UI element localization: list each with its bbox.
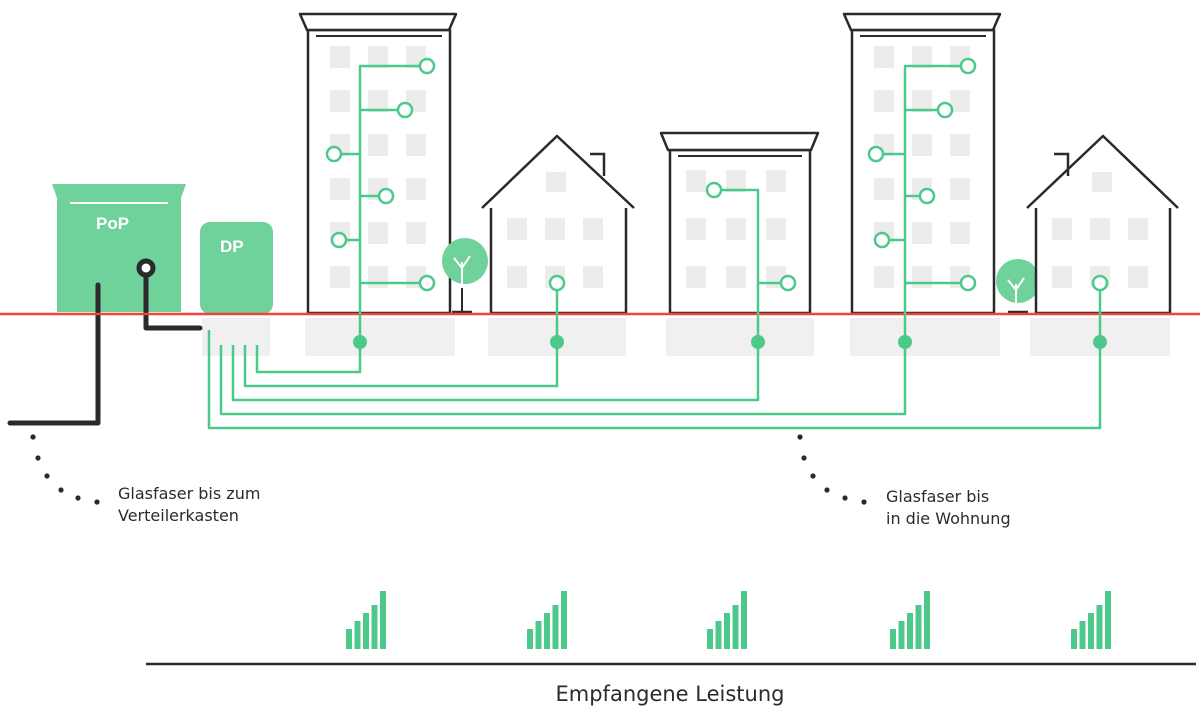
window xyxy=(330,46,350,68)
signal-bar xyxy=(363,613,369,649)
fiber-to-home-caption: Glasfaser bis in die Wohnung xyxy=(886,486,1086,530)
window xyxy=(545,218,565,240)
window xyxy=(406,178,426,200)
window xyxy=(686,266,706,288)
window xyxy=(368,134,388,156)
signal-bar xyxy=(924,591,930,649)
signal-bar xyxy=(380,591,386,649)
window xyxy=(368,46,388,68)
received-power-label: Empfangene Leistung xyxy=(555,682,785,706)
window xyxy=(766,170,786,192)
signal-bar xyxy=(890,629,896,649)
signal-bars-icon xyxy=(707,591,747,649)
signal-bars-icon xyxy=(527,591,567,649)
signal-bar xyxy=(1096,605,1103,649)
signal-bar xyxy=(561,591,567,649)
window xyxy=(686,218,706,240)
window xyxy=(912,46,932,68)
window xyxy=(1128,266,1148,288)
window xyxy=(874,178,894,200)
window xyxy=(368,222,388,244)
signal-bars-icon xyxy=(890,591,930,649)
window xyxy=(726,170,746,192)
window xyxy=(330,178,350,200)
window xyxy=(368,266,388,288)
apartment-block-1 xyxy=(298,12,458,315)
apartment-block-3 xyxy=(842,12,1002,315)
window xyxy=(1052,218,1072,240)
caption-line: Glasfaser bis zum xyxy=(118,484,261,503)
window xyxy=(950,178,970,200)
signal-bar xyxy=(527,629,533,649)
window xyxy=(726,266,746,288)
signal-bar xyxy=(1071,629,1077,649)
signal-bar xyxy=(707,629,713,649)
window xyxy=(583,266,603,288)
pop-cabinet xyxy=(52,184,186,312)
signal-bar xyxy=(898,621,905,649)
window xyxy=(1052,266,1072,288)
window xyxy=(950,222,970,244)
window xyxy=(686,170,706,192)
window xyxy=(1128,218,1148,240)
signal-bar xyxy=(915,605,922,649)
underground-blocks xyxy=(202,318,1170,356)
window xyxy=(874,46,894,68)
signal-bar xyxy=(1105,591,1111,649)
signal-bar xyxy=(371,605,378,649)
window xyxy=(950,90,970,112)
signal-bar xyxy=(535,621,542,649)
window xyxy=(330,266,350,288)
signal-bar xyxy=(724,613,730,649)
window xyxy=(1092,172,1112,192)
fiber-to-cabinet-caption: Glasfaser bis zum Verteilerkasten xyxy=(118,483,318,527)
signal-meters xyxy=(346,591,1111,649)
callout-dots xyxy=(30,434,867,505)
signal-bar xyxy=(741,591,747,649)
window xyxy=(912,134,932,156)
window xyxy=(507,218,527,240)
signal-bar xyxy=(544,613,550,649)
caption-line: in die Wohnung xyxy=(886,509,1011,528)
caption-line: Verteilerkasten xyxy=(118,506,239,525)
window xyxy=(1090,218,1110,240)
window xyxy=(874,266,894,288)
window xyxy=(912,222,932,244)
signal-bar xyxy=(907,613,913,649)
window xyxy=(912,266,932,288)
caption-line: Glasfaser bis xyxy=(886,487,990,506)
tree-icon xyxy=(996,259,1040,314)
window xyxy=(406,134,426,156)
pop-fiber-line xyxy=(7,258,203,426)
window xyxy=(406,222,426,244)
window xyxy=(950,134,970,156)
fiber-lines xyxy=(207,64,1102,430)
fiber-outlets xyxy=(325,57,1109,292)
signal-bar xyxy=(552,605,559,649)
signal-bar xyxy=(1079,621,1086,649)
dp-cabinet xyxy=(200,222,273,314)
fiber-junctions xyxy=(353,335,1107,349)
window xyxy=(507,266,527,288)
window xyxy=(368,90,388,112)
signal-bar xyxy=(732,605,739,649)
window xyxy=(726,218,746,240)
dp-label: DP xyxy=(220,237,244,256)
window xyxy=(912,90,932,112)
signal-bars-icon xyxy=(346,591,386,649)
window xyxy=(766,218,786,240)
signal-bar xyxy=(715,621,722,649)
window xyxy=(330,90,350,112)
window xyxy=(546,172,566,192)
signal-bar xyxy=(354,621,361,649)
window xyxy=(583,218,603,240)
window xyxy=(874,90,894,112)
pop-label: PoP xyxy=(96,214,130,233)
signal-bar xyxy=(1088,613,1094,649)
tree-icon xyxy=(442,238,488,314)
signal-bars-icon xyxy=(1071,591,1111,649)
signal-bar xyxy=(346,629,352,649)
